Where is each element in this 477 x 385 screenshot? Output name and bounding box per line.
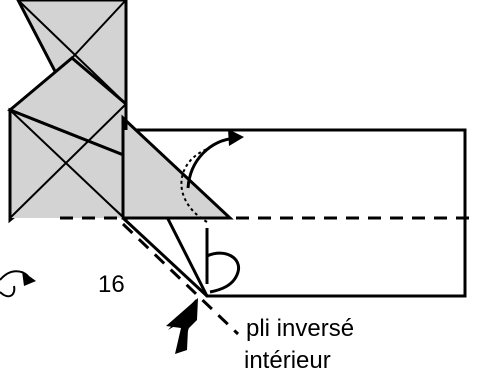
diagonal-edge xyxy=(121,216,209,298)
diagonal-crease-line xyxy=(121,222,240,336)
push-arrow xyxy=(166,298,198,354)
partial-arrow-symbol xyxy=(0,270,36,298)
folded-head xyxy=(7,0,234,224)
reverse-fold-loop-arrow xyxy=(205,228,241,294)
fold-arrow xyxy=(186,129,244,189)
instruction-line-1: pli inversé xyxy=(246,315,354,342)
hidden-fold-path xyxy=(180,147,211,223)
instruction-line-2: intérieur xyxy=(244,347,331,374)
step-number: 16 xyxy=(98,271,125,298)
